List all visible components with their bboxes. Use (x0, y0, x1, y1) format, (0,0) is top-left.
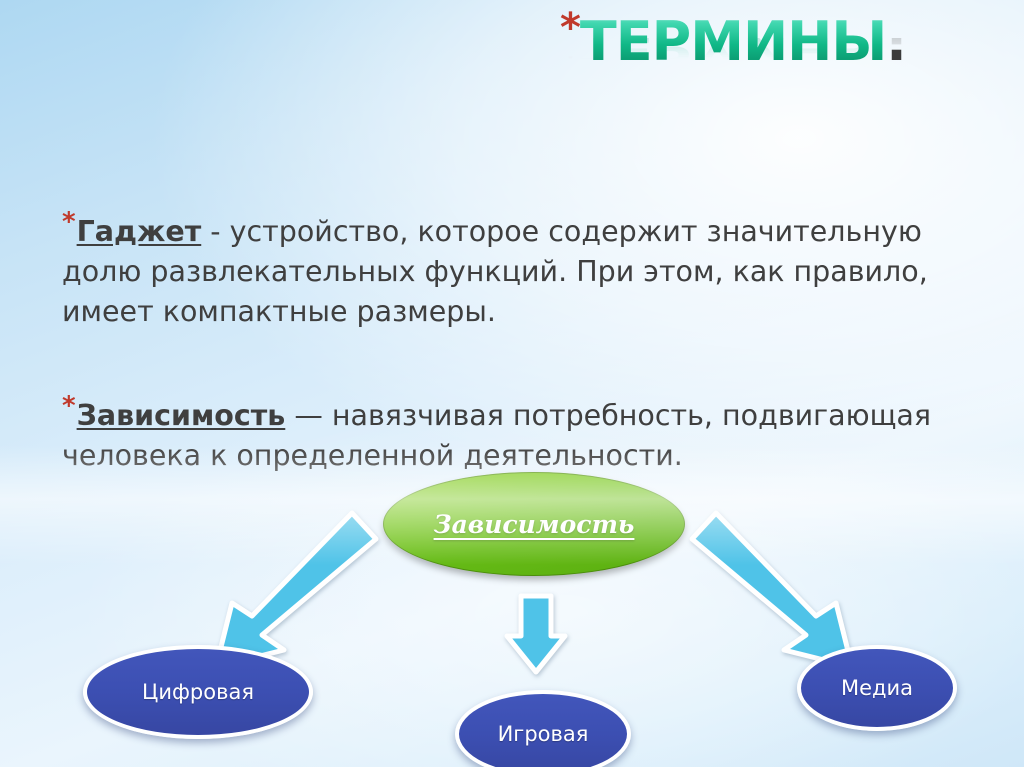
title-line: *ТЕРМИНЫ. (560, 5, 907, 73)
bullet-asterisk-icon: * (62, 391, 76, 421)
bullet-item-addiction: *Зависимость — навязчивая потребность, п… (62, 393, 977, 477)
slide-title: *ТЕРМИНЫ. *ТЕРМИНЫ. (560, 8, 1000, 123)
diagram-node-digital[interactable]: Цифровая (83, 645, 313, 739)
diagram-node-gaming-label: Игровая (497, 722, 589, 746)
diagram-node-center[interactable]: Зависимость (383, 472, 685, 576)
bullet-item-gadget: *Гаджет - устройство, которое содержит з… (62, 209, 977, 333)
title-period: . (886, 10, 906, 73)
diagram-node-gaming[interactable]: Игровая (455, 690, 631, 767)
title-asterisk-icon: * (560, 5, 581, 51)
bullet-term-gadget: Гаджет (76, 214, 202, 248)
arrow-down-left-icon (213, 510, 379, 670)
bullet-asterisk-icon: * (62, 207, 76, 237)
diagram-node-media[interactable]: Медиа (797, 645, 957, 731)
diagram-node-digital-label: Цифровая (142, 680, 254, 704)
diagram-node-media-label: Медиа (840, 676, 914, 700)
bullet-text-gadget: - устройство, которое содержит значитель… (62, 214, 928, 329)
diagram-node-center-label: Зависимость (433, 509, 635, 539)
arrow-down-right-icon (689, 510, 855, 670)
bullet-term-addiction: Зависимость (76, 398, 286, 432)
arrow-down-icon (504, 593, 568, 675)
bullet-text-addiction: — навязчивая потребность, подвигающая че… (62, 398, 932, 472)
title-text: ТЕРМИНЫ (579, 10, 887, 73)
